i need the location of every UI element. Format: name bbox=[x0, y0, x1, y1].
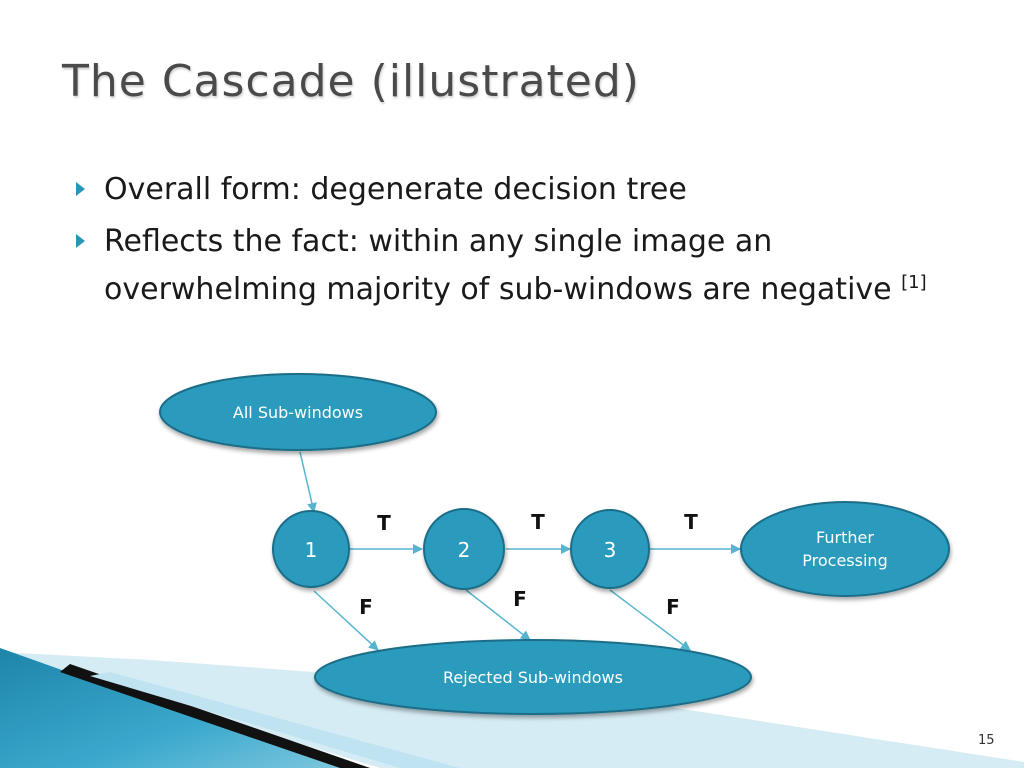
triangle-bullet-icon bbox=[76, 182, 85, 196]
corner-band-blue bbox=[0, 648, 340, 768]
bullet-item-overall-form: Overall form: degenerate decision tree bbox=[74, 166, 954, 214]
triangle-bullet-icon bbox=[76, 234, 85, 248]
bullet-item-reflects-fact: Reflects the fact: within any single ima… bbox=[74, 218, 954, 314]
slide-title: The Cascade (illustrated) bbox=[62, 56, 640, 107]
bullet-text: Overall form: degenerate decision tree bbox=[104, 172, 687, 207]
citation-reference: [1] bbox=[901, 272, 927, 293]
corner-band-mid bbox=[90, 672, 460, 768]
bullet-list: Overall form: degenerate decision tree R… bbox=[74, 166, 954, 318]
page-number: 15 bbox=[978, 733, 995, 748]
bullet-text: Reflects the fact: within any single ima… bbox=[104, 224, 902, 307]
